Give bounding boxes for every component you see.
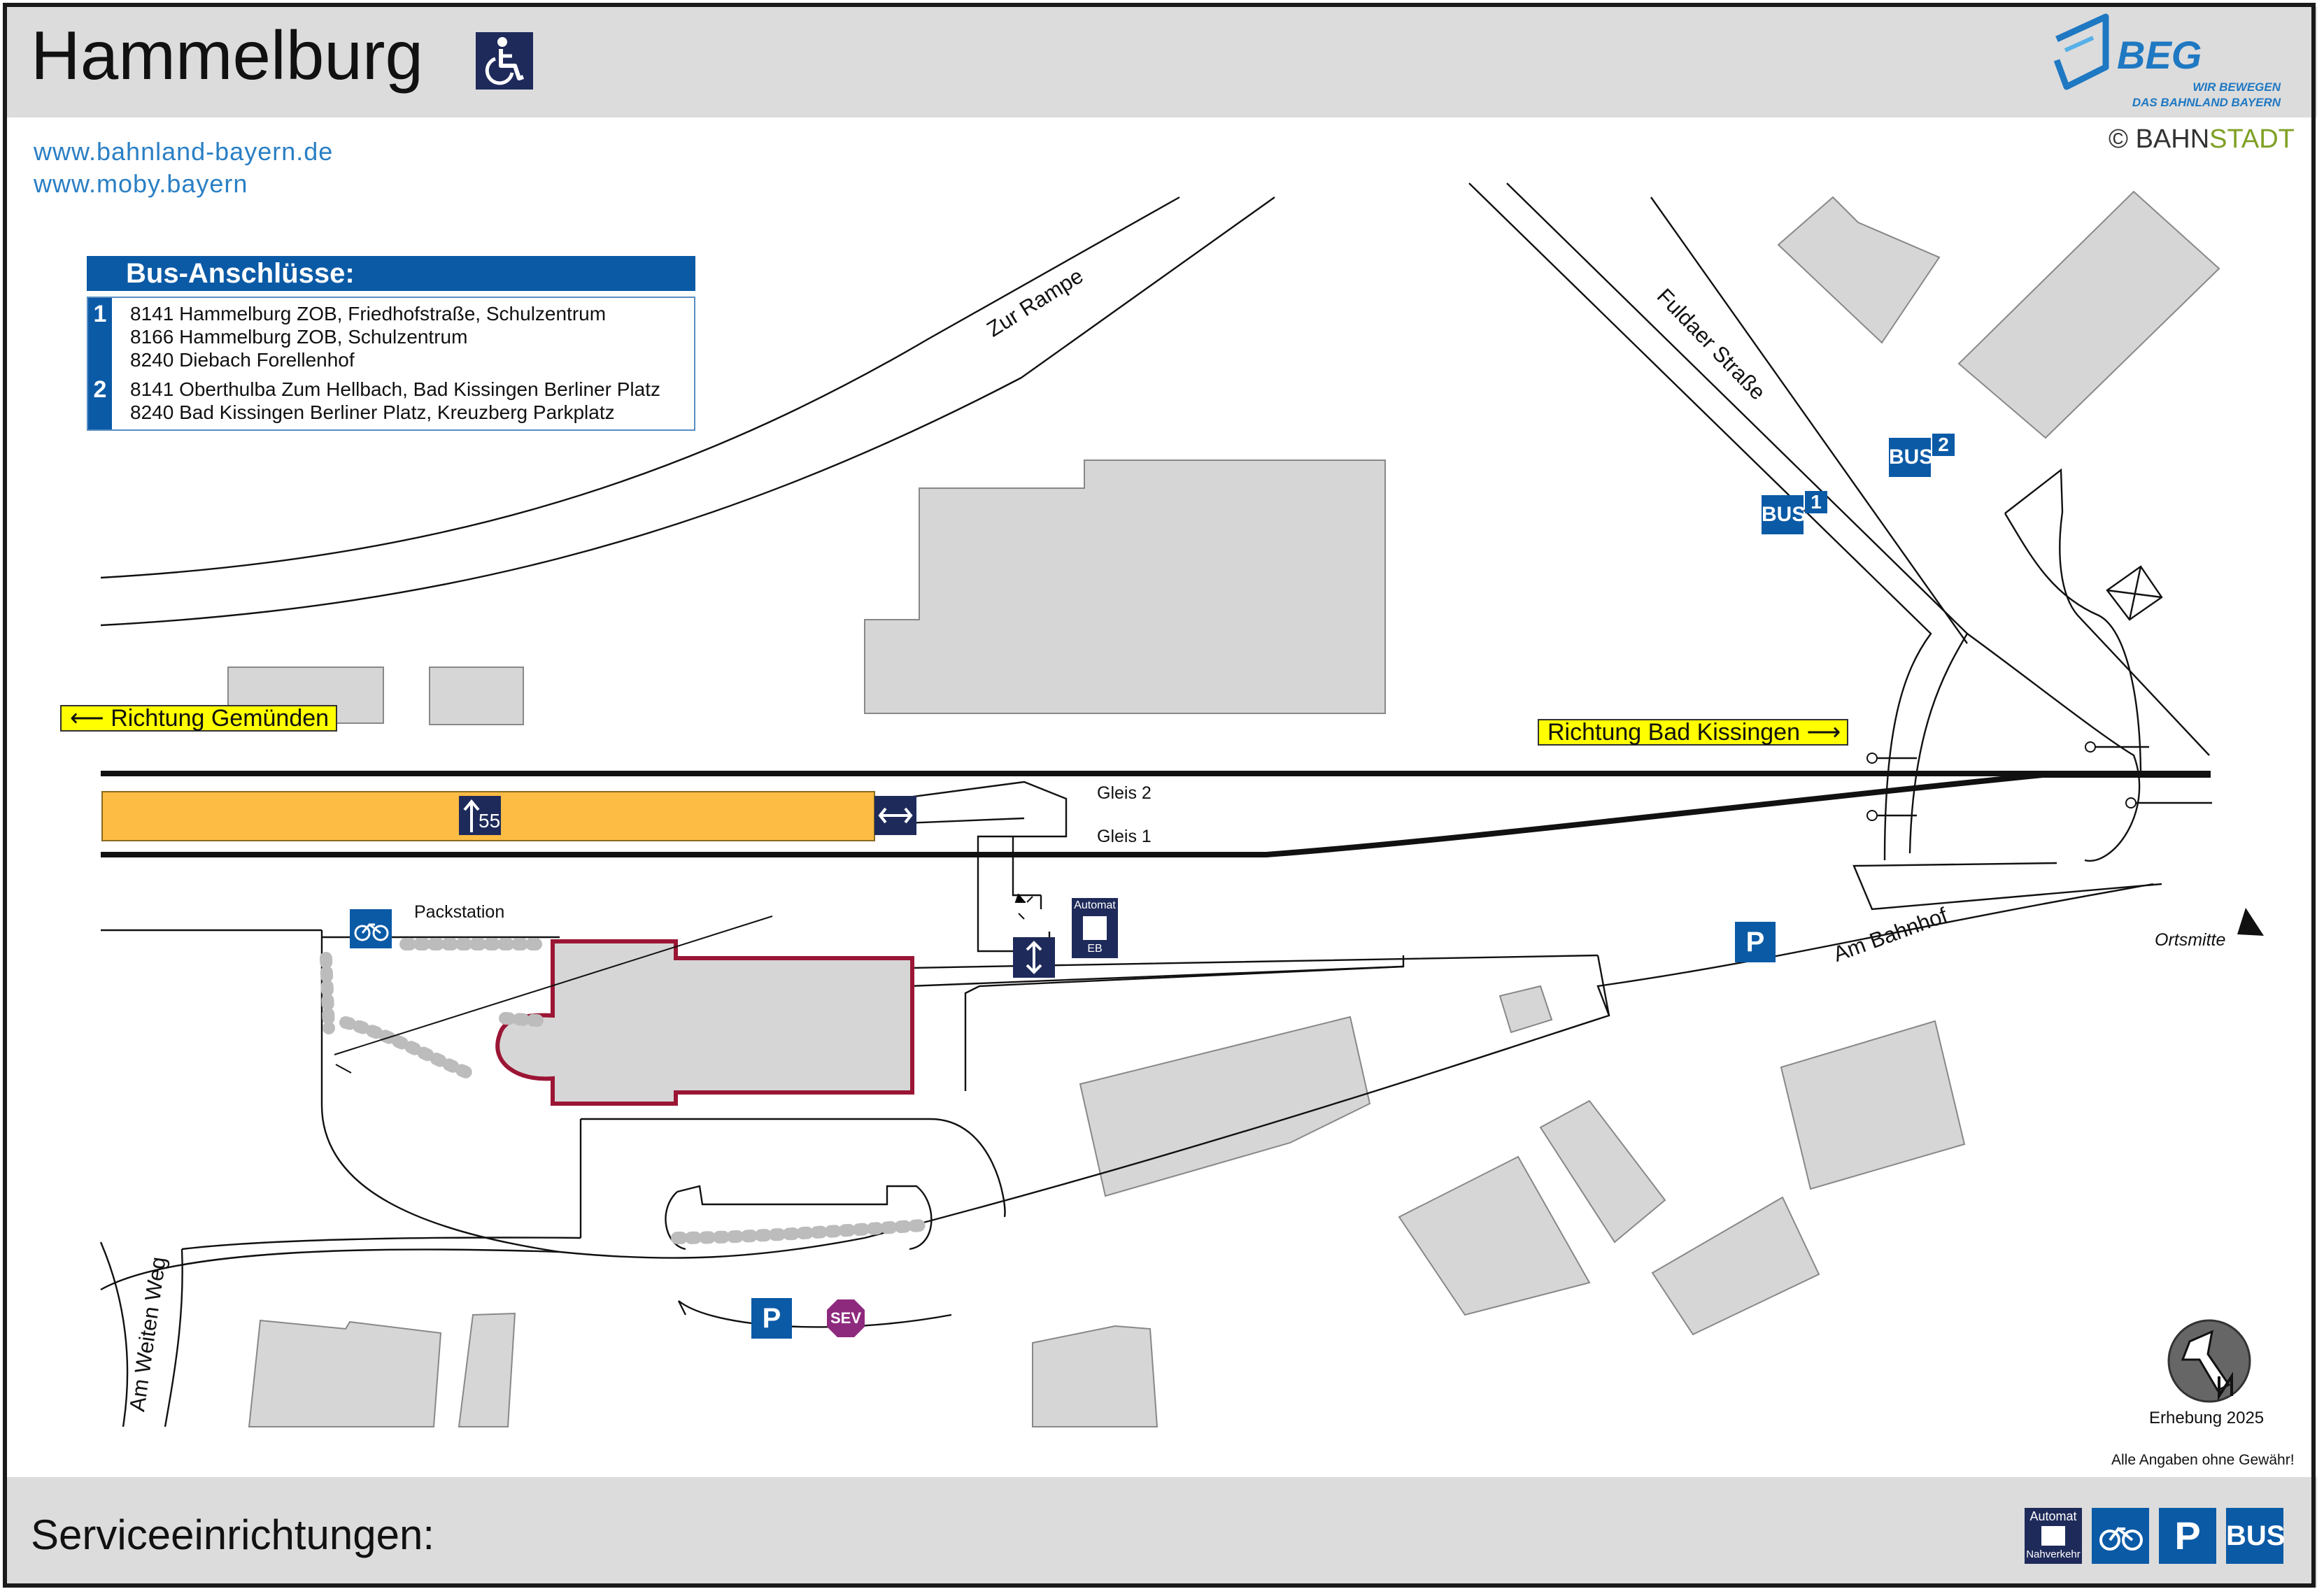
bus-connections-list: 1 8141 Hammelburg ZOB, Friedhofstraße, S…: [87, 297, 695, 431]
building: [1957, 190, 2220, 439]
bus-line: 8141 Hammelburg ZOB, Friedhofstraße, Sch…: [130, 303, 607, 325]
web-links: www.bahnland-bayern.de www.moby.bayern: [34, 136, 333, 200]
building: [1498, 985, 1553, 1034]
bus-group-1: 8141 Hammelburg ZOB, Friedhofstraße, Sch…: [130, 302, 606, 371]
parking-icon: P: [2159, 1508, 2216, 1564]
ticket-machine-icon: Automat Nahverkehr: [2025, 1508, 2082, 1564]
direction-sign-east: Richtung Bad Kissingen ⟶: [1538, 719, 1848, 746]
building: [1079, 1016, 1371, 1197]
page-title: Hammelburg: [31, 17, 423, 94]
building: [1777, 196, 1941, 344]
bicycle-parking-icon: [350, 909, 392, 948]
bus-group-number: 1: [93, 301, 107, 327]
bicycle-parking-icon: [2092, 1508, 2149, 1564]
ticket-machine-icon: Automat EB: [1072, 898, 1118, 958]
link-bahnland-bayern[interactable]: www.bahnland-bayern.de: [34, 137, 334, 166]
footer-bar: [7, 1477, 2317, 1588]
bus-line: 8141 Oberthulba Zum Hellbach, Bad Kissin…: [130, 378, 660, 400]
building: [248, 1319, 442, 1427]
bus-group-number: 2: [93, 376, 107, 403]
bahnstadt-copyright: © BAHNSTADT: [2109, 124, 2295, 154]
bus-connections-title: Bus-Anschlüsse:: [87, 256, 695, 291]
building: [1780, 1020, 1966, 1190]
platform-access-arrow: [874, 796, 916, 835]
link-moby-bayern[interactable]: www.moby.bayern: [34, 169, 248, 198]
parking-icon: P: [751, 1298, 792, 1339]
beg-tagline: WIR BEWEGEN DAS BAHNLAND BAYERN: [2132, 80, 2281, 109]
bus-connections-box: Bus-Anschlüsse: 1 8141 Hammelburg ZOB, F…: [87, 256, 695, 432]
beg-wordmark: BEG: [2117, 33, 2202, 77]
direction-sign-west: ⟵ Richtung Gemünden: [60, 705, 337, 732]
service-facilities-title: Serviceeinrichtungen:: [31, 1511, 435, 1558]
building: [429, 667, 524, 725]
bus-line: 8240 Diebach Forellenhof: [130, 349, 355, 371]
packstation-label: Packstation: [414, 902, 505, 922]
building: [1032, 1325, 1159, 1427]
header-bar: [7, 7, 2317, 117]
building: [1651, 1196, 1820, 1336]
bus-group-2: 8141 Oberthulba Zum Hellbach, Bad Kissin…: [130, 378, 660, 424]
sev-replacement-bus-icon: SEV: [826, 1298, 866, 1339]
building: [1539, 1099, 1666, 1244]
building: [458, 1312, 516, 1427]
survey-date: Erhebung 2025: [2149, 1409, 2265, 1427]
north-arrow-icon: [2166, 1318, 2253, 1404]
bus-line: 8166 Hammelburg ZOB, Schulzentrum: [130, 326, 468, 348]
disclaimer: Alle Angaben ohne Gewähr!: [2111, 1452, 2295, 1468]
building: [864, 459, 1386, 714]
parking-icon: P: [1735, 922, 1776, 962]
bus-icon: BUS: [2226, 1508, 2285, 1564]
bus-line: 8240 Bad Kissingen Berliner Platz, Kreuz…: [130, 401, 615, 423]
building: [1398, 1155, 1591, 1316]
wheelchair-icon: [476, 32, 533, 90]
ortsmitte-label: Ortsmitte: [2155, 930, 2226, 950]
stairs-access-arrow: [1013, 937, 1055, 978]
beg-logo: BEG WIR BEWEGEN DAS BAHNLAND BAYERN: [2050, 11, 2288, 116]
track-label-2: Gleis 2: [1097, 783, 1152, 803]
track-label-1: Gleis 1: [1097, 827, 1152, 846]
page-frame: [3, 3, 2316, 1588]
platform-height-sign: 55: [459, 796, 501, 835]
